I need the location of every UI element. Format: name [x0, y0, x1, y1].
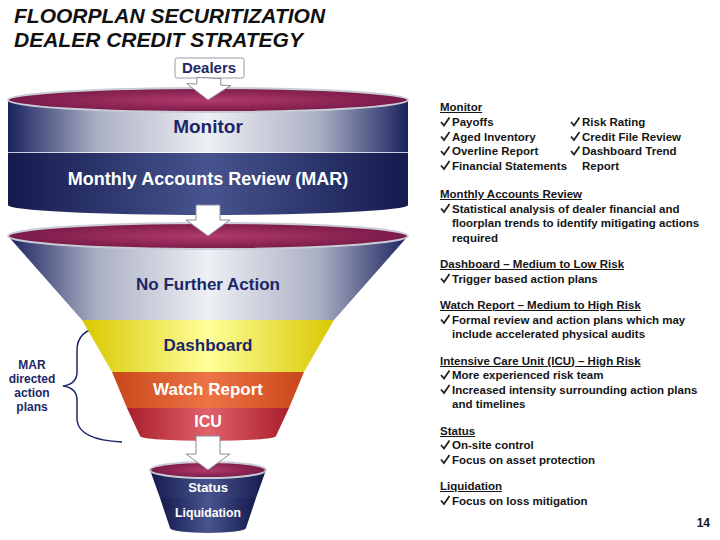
node-label: No Further Action	[136, 275, 280, 295]
funnel-fill	[127, 408, 289, 441]
funnel-band: Monitor	[8, 100, 408, 153]
check-mark	[441, 385, 450, 393]
funnel-stage: ICU	[127, 408, 289, 436]
section-heading: Watch Report – Medium to High Risk	[440, 298, 710, 313]
outcome-band: Liquidation	[160, 498, 256, 528]
check-mark	[441, 371, 450, 379]
bullet-text: Payoffs	[452, 115, 572, 130]
funnel-rim	[8, 88, 408, 112]
bullet-text: Increased intensity surrounding action p…	[452, 383, 714, 412]
check-mark	[571, 147, 580, 155]
slide-title: FLOORPLAN SECURITIZATION DEALER CREDIT S…	[14, 4, 344, 52]
node-label: Dashboard	[164, 336, 253, 356]
bullet-text: Statistical analysis of dealer financial…	[452, 202, 714, 246]
check-mark	[441, 441, 450, 449]
bullet-text: More experienced risk team	[452, 368, 714, 383]
bullet-text: Credit File Review	[582, 130, 720, 145]
funnel-fill	[112, 372, 304, 408]
funnel-stage: No Further Action	[8, 236, 408, 320]
bullet-text: Risk Rating	[582, 115, 720, 130]
node-label: ICU	[194, 413, 222, 431]
node-label: Monitor	[173, 116, 243, 138]
section-heading: Status	[440, 424, 710, 439]
check-mark	[441, 496, 450, 504]
check-mark	[441, 161, 450, 169]
bullet-text: Financial Statements	[452, 159, 582, 174]
section-heading: Dashboard – Medium to Low Risk	[440, 257, 710, 272]
check-mark	[441, 315, 450, 323]
band-fill	[8, 153, 408, 215]
source-box: Dealers	[175, 58, 244, 78]
node-label: Status	[188, 481, 228, 496]
outcome-band: Status	[150, 470, 266, 498]
bullet-text: Trigger based action plans	[452, 272, 714, 287]
funnel-rim	[150, 462, 266, 478]
check-mark	[441, 455, 450, 463]
bullet-text: Overline Report	[452, 144, 572, 159]
check-mark	[441, 132, 450, 140]
funnel-band: Monthly Accounts Review (MAR)	[8, 153, 408, 205]
check-mark	[571, 118, 580, 126]
funnel-rim	[8, 223, 408, 249]
node-label: Watch Report	[153, 380, 263, 400]
node-label: Liquidation	[175, 506, 241, 520]
bullet-text: Dashboard Trend Report	[582, 144, 688, 173]
funnel-stage: Watch Report	[112, 372, 304, 408]
section-heading: Monitor	[440, 100, 580, 115]
box-outline	[175, 58, 244, 78]
check-mark	[441, 204, 450, 212]
bullet-text: Focus on loss mitigation	[452, 494, 714, 509]
funnel-fill	[82, 320, 334, 372]
funnel-stage: Dashboard	[82, 320, 334, 372]
check-mark	[571, 132, 580, 140]
bullet-text: Formal review and action plans which may…	[452, 313, 714, 342]
bullet-text: On-site control	[452, 438, 714, 453]
check-mark	[441, 147, 450, 155]
check-mark	[441, 118, 450, 126]
node-label: Monthly Accounts Review (MAR)	[68, 169, 348, 190]
node-label: Dealers	[182, 59, 236, 76]
section-heading: Monthly Accounts Review	[440, 187, 710, 202]
bullet-text: Focus on asset protection	[452, 453, 714, 468]
section-heading: Liquidation	[440, 479, 710, 494]
page-number: 14	[676, 516, 710, 531]
check-mark	[441, 274, 450, 282]
bullet-text: Aged Inventory	[452, 130, 572, 145]
bracket-label: MAR directed action plans	[3, 358, 61, 414]
section-heading: Intensive Care Unit (ICU) – High Risk	[440, 354, 710, 369]
funnel-fill	[160, 498, 256, 533]
